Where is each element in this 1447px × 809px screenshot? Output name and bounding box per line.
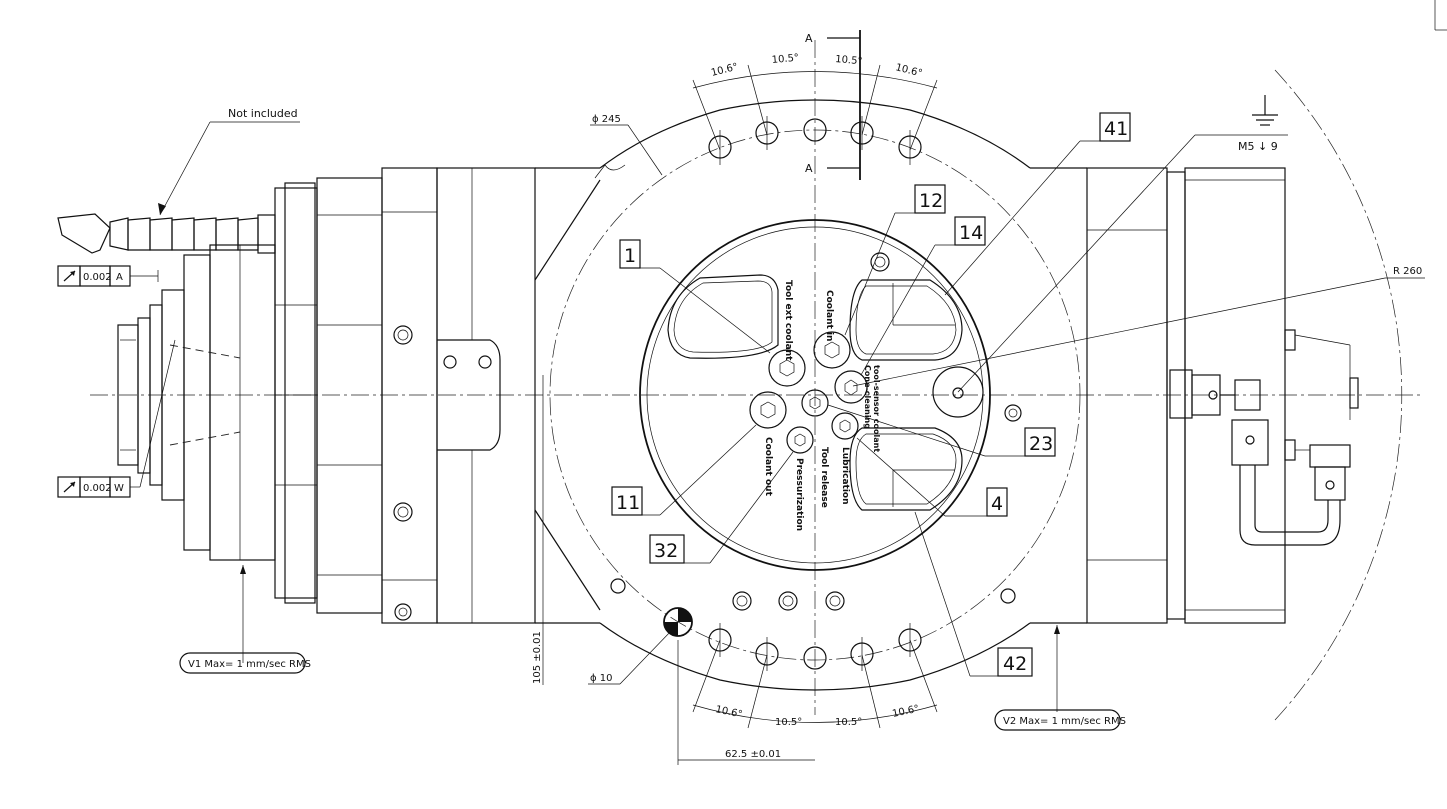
svg-text:11: 11 — [616, 492, 640, 514]
svg-text:M5 ↓ 9: M5 ↓ 9 — [1238, 140, 1278, 153]
central-flange — [639, 219, 991, 571]
diameter-10-callout: ϕ 10 — [588, 629, 673, 685]
port-label-tool-release: Tool release — [819, 447, 829, 508]
v1-note: V1 Max= 1 mm/sec RMS — [179, 565, 311, 674]
coolant-hose — [57, 213, 276, 254]
tolerance-frame-a: 0.002 A — [57, 265, 159, 287]
left-assembly — [117, 167, 601, 624]
svg-text:A: A — [116, 272, 123, 283]
dowel-pin-icon — [663, 607, 693, 637]
callout-32: 32 — [649, 451, 794, 564]
callout-14: 14 — [860, 216, 986, 376]
top-holes — [708, 116, 922, 165]
port-label-pressurization: Pressurization — [794, 458, 804, 531]
dimension-62-5: 62.5 ±0.01 — [677, 640, 815, 765]
dimension-105: 105 ±0.01 — [532, 375, 544, 685]
port-label-coolant-in: Coolant in — [824, 290, 834, 341]
main-housing — [535, 69, 1403, 721]
svg-text:ϕ 245: ϕ 245 — [592, 114, 621, 125]
svg-text:R 260: R 260 — [1393, 266, 1422, 277]
ground-icon — [1252, 95, 1278, 126]
top-angle-dimensions: 10.6° 10.5° 10.5° 10.6° — [692, 53, 938, 151]
callout-23: 23 — [827, 404, 1056, 457]
callout-11: 11 — [611, 424, 757, 516]
angle-label-bottom-1: 10.6° — [714, 704, 743, 720]
svg-text:V1 Max= 1 mm/sec RMS: V1 Max= 1 mm/sec RMS — [188, 659, 311, 670]
callout-1: 1 — [619, 239, 771, 354]
svg-text:105 ±0.01: 105 ±0.01 — [532, 631, 543, 684]
bolt-circle — [549, 129, 1081, 661]
callout-12: 12 — [844, 184, 946, 336]
svg-text:0.002: 0.002 — [83, 483, 112, 494]
svg-text:41: 41 — [1104, 118, 1128, 140]
angle-label-top-4: 10.6° — [894, 62, 923, 79]
angle-label-bottom-3: 10.5° — [835, 717, 862, 728]
section-label-top: A — [805, 32, 813, 45]
svg-text:14: 14 — [959, 222, 983, 244]
callout-42: 42 — [914, 511, 1033, 677]
svg-text:ϕ 10: ϕ 10 — [590, 673, 613, 684]
angle-label-top-1: 10.6° — [710, 62, 739, 79]
svg-text:Not included: Not included — [228, 107, 298, 120]
svg-text:23: 23 — [1029, 433, 1053, 455]
diameter-245-callout: ϕ 245 — [590, 114, 663, 176]
svg-text:4: 4 — [991, 493, 1003, 515]
angle-label-bottom-4: 10.6° — [891, 704, 920, 720]
callout-41: 41 — [944, 112, 1131, 296]
section-marker: A A — [805, 30, 861, 180]
r260-arc — [1274, 69, 1403, 721]
section-label-bottom: A — [805, 162, 813, 175]
right-assembly — [1086, 167, 1359, 624]
not-included-callout: Not included — [158, 107, 300, 216]
svg-text:62.5 ±0.01: 62.5 ±0.01 — [725, 749, 781, 760]
port-label-tool-ext-coolant: Tool ext coolant — [783, 280, 793, 361]
port-label-cone-cleaning: Cone-cleaning — [863, 365, 872, 429]
port-label-lubrication: Lubrication — [840, 447, 850, 505]
port-label-tool-sensor-coolant: tool-sensor coolant — [872, 365, 881, 452]
ports — [749, 331, 868, 454]
angle-label-top-2: 10.5° — [771, 53, 799, 66]
port-label-coolant-out: Coolant out — [763, 437, 773, 497]
svg-text:1: 1 — [624, 245, 636, 267]
svg-text:12: 12 — [919, 190, 943, 212]
svg-text:W: W — [114, 483, 124, 494]
svg-text:0.002: 0.002 — [83, 272, 112, 283]
m5-thread-callout: M5 ↓ 9 — [957, 134, 1288, 393]
callout-4: 4 — [856, 437, 1008, 517]
svg-text:42: 42 — [1003, 653, 1027, 675]
svg-text:V2 Max= 1 mm/sec RMS: V2 Max= 1 mm/sec RMS — [1003, 716, 1126, 727]
angle-label-bottom-2: 10.5° — [775, 717, 802, 728]
radius-260-callout: R 260 — [852, 266, 1425, 387]
tolerance-frame-w: 0.002 W — [57, 339, 176, 498]
v2-note: V2 Max= 1 mm/sec RMS — [994, 625, 1126, 731]
angle-label-top-3: 10.5° — [835, 54, 863, 67]
svg-text:32: 32 — [654, 540, 678, 562]
